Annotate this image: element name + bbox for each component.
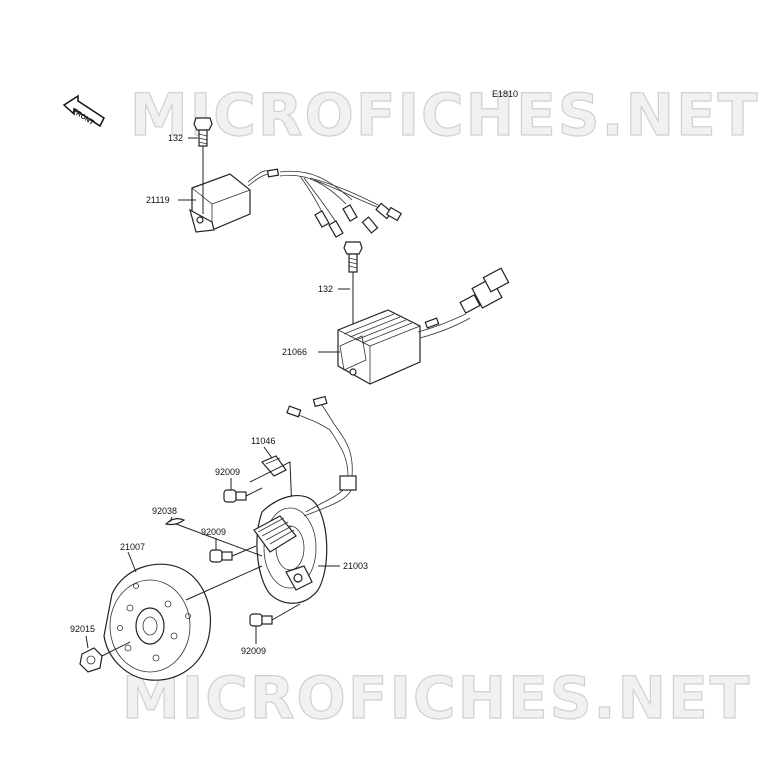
regulator-21066 xyxy=(337,267,510,385)
label-stator-21003: 21003 xyxy=(343,561,368,571)
screw-92009-lower xyxy=(249,613,273,627)
label-cdi-21119: 21119 xyxy=(146,195,170,205)
label-nut-92015: 92015 xyxy=(70,624,95,634)
grommet-11046 xyxy=(261,455,287,477)
cdi-unit-21119 xyxy=(189,168,403,238)
screw-92009-upper xyxy=(223,489,247,503)
label-flywheel-21007: 21007 xyxy=(120,542,145,552)
label-bolt-132-mid: 132 xyxy=(318,284,333,294)
label-bolt-132-top: 132 xyxy=(168,133,183,143)
screw-92009-middle xyxy=(209,549,233,563)
flywheel-21007 xyxy=(103,563,212,681)
key-92038 xyxy=(164,518,186,526)
label-grommet-11046: 11046 xyxy=(251,436,275,446)
diagram-code: E1810 xyxy=(492,89,518,99)
label-screw-92009-middle: 92009 xyxy=(201,527,226,537)
label-screw-92009-lower: 92009 xyxy=(241,646,266,656)
watermark-bottom: MICROFICHES.NET xyxy=(122,664,751,732)
watermark-top: MICROFICHES.NET xyxy=(130,81,759,149)
front-arrow-icon: FRONT xyxy=(62,94,105,127)
stator-21003 xyxy=(253,395,357,604)
label-key-92038: 92038 xyxy=(152,506,177,516)
nut-92015 xyxy=(79,647,103,673)
bolt-132-mid xyxy=(343,241,363,273)
label-regulator-21066: 21066 xyxy=(282,347,307,357)
label-screw-92009-upper: 92009 xyxy=(215,467,240,477)
bolt-132-top xyxy=(193,117,213,147)
